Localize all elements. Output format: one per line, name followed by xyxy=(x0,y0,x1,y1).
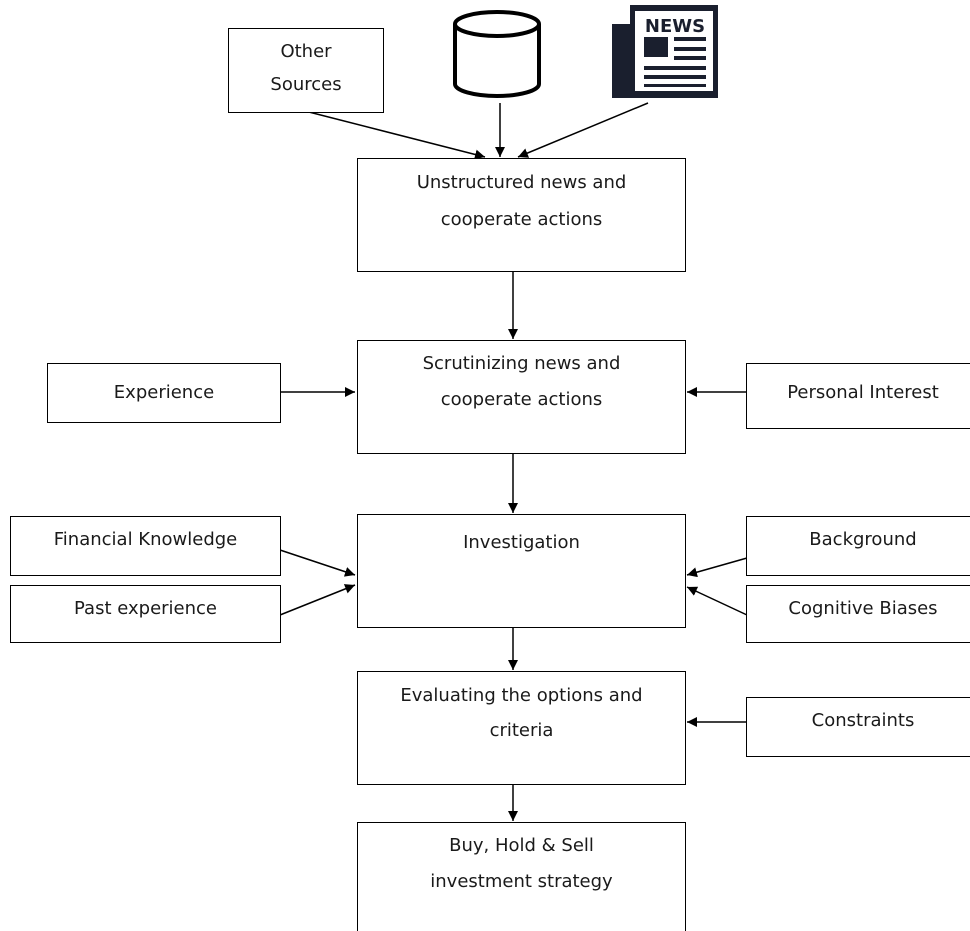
step2-label-line1: Scrutinizing news and xyxy=(422,353,621,374)
arrow-cognitive-biases-to-step3 xyxy=(686,586,748,616)
step3-label: Investigation xyxy=(463,532,580,553)
past-experience-label: Past experience xyxy=(74,598,217,619)
background-box xyxy=(746,516,970,576)
step5-label-line2: investment strategy xyxy=(430,871,613,892)
step3-box xyxy=(357,514,686,628)
step5-label-line1: Buy, Hold & Sell xyxy=(449,835,594,856)
other-sources-box xyxy=(228,28,384,113)
step4-label-line1: Evaluating the options and xyxy=(400,685,643,706)
newspaper-icon: NEWS xyxy=(612,5,718,98)
step2-label-line2: cooperate actions xyxy=(440,389,603,410)
experience-label: Experience xyxy=(113,382,215,403)
constraints-label: Constraints xyxy=(811,710,915,731)
database-cylinder-icon xyxy=(453,10,541,98)
step1-box xyxy=(357,158,686,272)
arrow-past-experience-to-step3 xyxy=(279,584,356,616)
financial-knowledge-label: Financial Knowledge xyxy=(53,529,238,550)
step4-label-line2: criteria xyxy=(489,720,554,741)
personal-interest-label: Personal Interest xyxy=(787,382,939,403)
arrow-other-sources-to-step1 xyxy=(304,110,486,160)
experience-box xyxy=(47,363,281,423)
cognitive-biases-label: Cognitive Biases xyxy=(788,598,938,619)
step5-box xyxy=(357,822,686,931)
financial-knowledge-box xyxy=(10,516,281,576)
step4-box xyxy=(357,671,686,785)
step1-label-line2: cooperate actions xyxy=(440,209,603,230)
arrow-financial-knowledge-to-step3 xyxy=(279,549,356,577)
other-sources-label-line1: Other xyxy=(280,41,332,62)
arrow-news-to-step1 xyxy=(517,102,649,158)
cognitive-biases-box xyxy=(746,585,970,643)
news-word: NEWS xyxy=(645,16,705,37)
background-label: Background xyxy=(809,529,917,550)
step2-box xyxy=(357,340,686,454)
constraints-box xyxy=(746,697,970,757)
other-sources-label-line2: Sources xyxy=(270,74,342,95)
past-experience-box xyxy=(10,585,281,643)
personal-interest-box xyxy=(746,363,970,429)
arrow-background-to-step3 xyxy=(686,557,748,578)
step1-label-line1: Unstructured news and xyxy=(416,172,627,193)
